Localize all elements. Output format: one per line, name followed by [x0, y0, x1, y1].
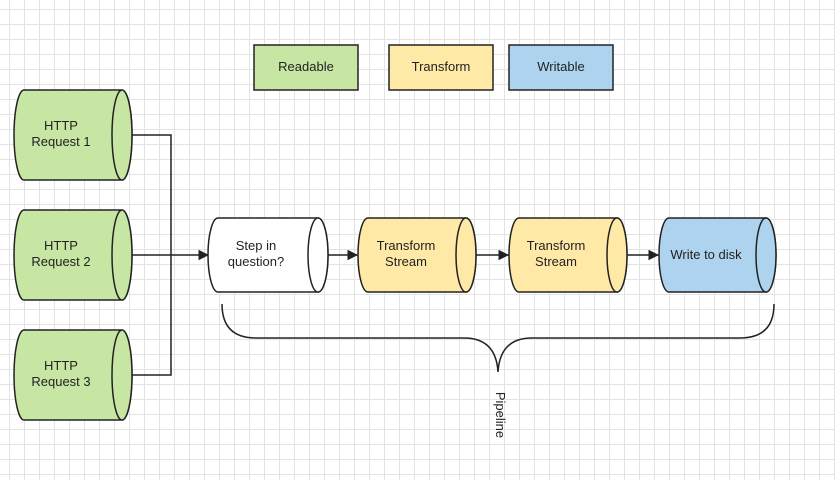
transform-2-line2: Stream — [535, 254, 577, 269]
transform-1-line1: Transform — [377, 238, 436, 253]
request-connectors — [131, 134, 209, 376]
legend-transform-label: Transform — [412, 59, 471, 74]
legend-transform: Transform — [388, 44, 494, 91]
transform-2-line1: Transform — [527, 238, 586, 253]
request-cylinder-2: HTTP Request 2 — [13, 209, 133, 301]
step-line2: question? — [228, 254, 284, 269]
transform-cylinder-1: Transform Stream — [357, 217, 477, 293]
legend-readable: Readable — [253, 44, 359, 91]
legend-readable-label: Readable — [278, 59, 334, 74]
legend: Readable Transform Writable — [253, 44, 614, 91]
transform-cylinder-2: Transform Stream — [508, 217, 628, 293]
step-cylinder: Step in question? — [207, 217, 329, 293]
request-2-line1: HTTP — [44, 238, 78, 253]
pipeline-label: Pipeline — [493, 392, 508, 438]
request-cylinder-1: HTTP Request 1 — [13, 89, 133, 181]
legend-writable: Writable — [508, 44, 614, 91]
request-3-line2: Request 3 — [31, 374, 90, 389]
write-to-disk-cylinder: Write to disk — [658, 217, 777, 293]
request-1-line2: Request 1 — [31, 134, 90, 149]
request-3-line1: HTTP — [44, 358, 78, 373]
legend-writable-label: Writable — [537, 59, 584, 74]
write-to-disk-label: Write to disk — [670, 247, 742, 262]
request-2-line2: Request 2 — [31, 254, 90, 269]
request-cylinder-3: HTTP Request 3 — [13, 329, 133, 421]
step-line1: Step in — [236, 238, 276, 253]
request-1-line1: HTTP — [44, 118, 78, 133]
pipeline-brace — [221, 303, 775, 373]
transform-1-line2: Stream — [385, 254, 427, 269]
